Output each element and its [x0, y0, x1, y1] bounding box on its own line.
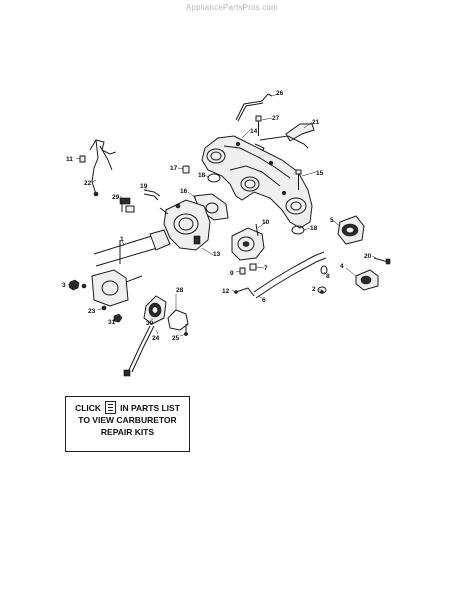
callout-4: 4 — [340, 263, 344, 270]
callout-25: 25 — [172, 335, 180, 342]
part-8-clamp[interactable] — [320, 265, 328, 275]
part-27-bolt[interactable] — [255, 115, 262, 136]
callout-26: 26 — [276, 90, 284, 97]
callout-6: 6 — [262, 297, 266, 304]
callout-12: 12 — [222, 288, 230, 295]
callout-10: 10 — [262, 219, 270, 226]
part-14-intake-manifold[interactable] — [201, 135, 313, 229]
callout-30: 30 — [146, 320, 154, 327]
part-12-elbow[interactable] — [234, 287, 255, 297]
part-15-bolt[interactable] — [295, 169, 302, 190]
callout-18b: 18 — [310, 225, 318, 232]
callout-18a: 18 — [198, 172, 206, 179]
callout-28: 28 — [176, 287, 184, 294]
callout-22: 22 — [84, 180, 92, 187]
part-20-stud[interactable] — [373, 257, 391, 265]
part-28-clamp[interactable] — [167, 309, 189, 331]
part-22-wire-harness[interactable] — [89, 139, 117, 197]
part-18-oring-left[interactable] — [207, 173, 221, 183]
callout-23: 23 — [88, 308, 96, 315]
kit-view-text: TO VIEW CARBURETOR — [78, 415, 177, 425]
carburetor-body[interactable] — [159, 199, 211, 251]
part-30-filter-element[interactable] — [143, 295, 167, 325]
callout-13: 13 — [213, 251, 221, 258]
part-10-fuel-pump[interactable] — [231, 223, 265, 261]
callout-14: 14 — [250, 128, 258, 135]
callout-3: 3 — [62, 282, 66, 289]
callout-20: 20 — [364, 253, 372, 260]
part-26-rod[interactable] — [235, 93, 273, 122]
part-24-tube[interactable] — [123, 325, 155, 377]
callout-9: 9 — [230, 270, 234, 277]
part-9-fitting[interactable] — [239, 267, 246, 275]
callout-15: 15 — [316, 170, 324, 177]
part-6-fuel-hose[interactable] — [253, 251, 327, 299]
part-5-fuel-filter[interactable] — [337, 215, 365, 245]
parts-list-icon — [105, 401, 117, 414]
callout-2: 2 — [312, 286, 316, 293]
part-19-hose[interactable] — [143, 189, 161, 201]
part-29-solenoid[interactable] — [119, 197, 135, 213]
kit-parts-list-text: IN PARTS LIST — [120, 402, 180, 413]
callout-8: 8 — [326, 273, 330, 280]
callout-31: 31 — [108, 319, 116, 326]
callout-5: 5 — [330, 217, 334, 224]
part-17-plug[interactable] — [182, 165, 190, 174]
callout-1: 1 — [120, 236, 124, 243]
part-1-intake-tube[interactable] — [93, 229, 171, 267]
part-7-fitting[interactable] — [249, 263, 257, 271]
kit-click-text: CLICK — [75, 402, 102, 413]
callout-11: 11 — [66, 156, 73, 163]
callout-19: 19 — [140, 183, 148, 190]
part-21-lever[interactable] — [254, 123, 315, 153]
callout-7: 7 — [264, 265, 268, 272]
part-23-bracket[interactable] — [81, 269, 143, 311]
carburetor-repair-kit-notice[interactable]: CLICK IN PARTS LIST TO VIEW CARBURETOR R… — [65, 396, 190, 452]
callout-27: 27 — [272, 115, 280, 122]
watermark: AppliancePartsPros.com — [186, 3, 278, 12]
callout-29: 29 — [112, 194, 120, 201]
callout-21: 21 — [312, 119, 320, 126]
kit-repair-text: REPAIR KITS — [100, 427, 155, 437]
part-31-nut[interactable] — [113, 313, 123, 323]
callout-16: 16 — [180, 188, 188, 195]
part-4-shutoff-valve[interactable] — [355, 269, 379, 291]
callout-17: 17 — [170, 165, 178, 172]
part-3-nut[interactable] — [68, 279, 80, 291]
part-11-clip[interactable] — [79, 155, 86, 163]
callout-24: 24 — [152, 335, 160, 342]
